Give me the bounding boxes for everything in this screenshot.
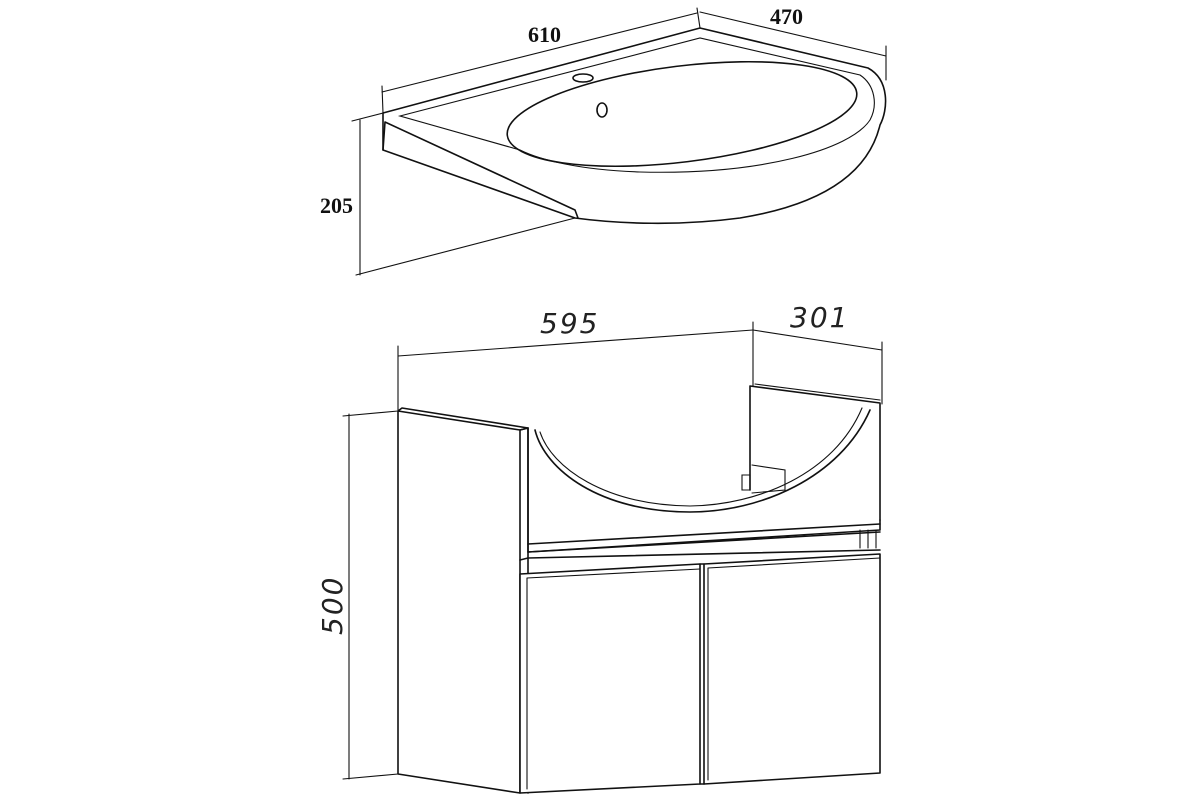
dim-line-sink-depth xyxy=(699,11,887,57)
sink-overflow-hole xyxy=(572,73,594,83)
cabinet-sink-cutout xyxy=(534,409,871,513)
dim-label-cabinet-depth: 301 xyxy=(790,301,849,334)
cabinet-door-right xyxy=(703,553,881,785)
cabinet-upper-compartment xyxy=(527,427,881,553)
sink-inner-rim xyxy=(397,37,875,173)
dim-label-sink-width: 610 xyxy=(528,22,561,47)
cabinet-shelf xyxy=(527,523,881,553)
dim-label-cabinet-width: 595 xyxy=(540,307,599,340)
dim-line-cabinet-width xyxy=(397,329,754,357)
sink-drawing: 610 470 205 xyxy=(320,4,887,276)
cabinet-door-left xyxy=(519,563,701,794)
dim-line-cabinet-depth xyxy=(752,329,883,351)
cabinet-left-panel xyxy=(397,410,521,794)
dim-label-sink-depth: 470 xyxy=(770,4,803,29)
cabinet-bracket xyxy=(741,464,786,494)
dim-label-sink-height: 205 xyxy=(320,193,353,218)
cabinet-drawing: 595 301 500 xyxy=(316,301,883,794)
dim-line-sink-width xyxy=(381,12,698,93)
sink-drain-hole xyxy=(596,102,608,118)
sink-bowl xyxy=(506,60,858,168)
sink-front-edge xyxy=(382,121,579,219)
cabinet-back-panel xyxy=(749,385,881,521)
dim-label-cabinet-height: 500 xyxy=(316,576,349,635)
sink-outline xyxy=(382,27,887,225)
